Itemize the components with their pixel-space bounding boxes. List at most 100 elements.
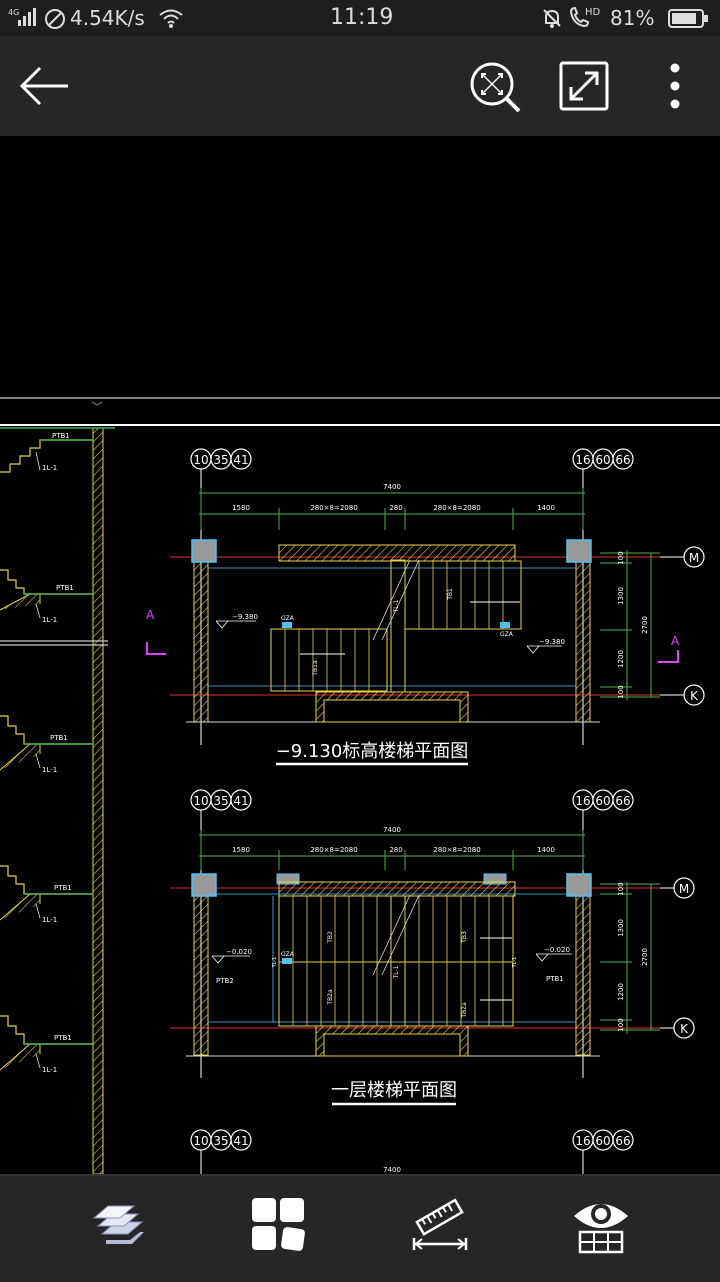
plan-ground-floor: 10 35 41 16 60 66 7400 1580 280×8=2080 2… [170, 789, 695, 1106]
axis-label: 10 [193, 453, 208, 467]
gz-label: GZA [500, 631, 514, 638]
section-flight: PTB1 1L-1 [0, 569, 93, 624]
level-label: −0.020 [226, 948, 252, 956]
dimension-text: 280×8=2080 [433, 846, 480, 854]
section-mark: A [671, 634, 680, 648]
dimension-text: 280×8=2080 [310, 846, 357, 854]
stair-flight-label: TB2 [327, 931, 334, 944]
tl-label: TL-1 [512, 957, 518, 969]
section-ptb-label: PTB1 [50, 734, 68, 742]
layers-button[interactable] [88, 1196, 148, 1254]
hd-label: HD [585, 7, 601, 18]
dimension-text: 1400 [537, 846, 555, 854]
axis-label: 35 [213, 453, 228, 467]
gz-label: GZA [281, 951, 295, 958]
blocks-button[interactable] [248, 1194, 310, 1256]
dimension-text: 1300 [617, 587, 625, 605]
plan-title: 一层楼梯平面图 [331, 1080, 457, 1101]
axis-label: 66 [615, 794, 630, 808]
section-tl-label: 1L-1 [42, 766, 57, 774]
axis-label: 60 [595, 1134, 610, 1148]
axis-label: 10 [193, 1134, 208, 1148]
volte-call-icon: HD [568, 4, 602, 30]
axis-label: 16 [575, 453, 590, 467]
axis-label: 66 [615, 453, 630, 467]
view-button[interactable] [570, 1194, 632, 1256]
tl-label: TL-1 [272, 957, 278, 969]
measure-button[interactable] [408, 1196, 472, 1256]
axis-label: 60 [595, 453, 610, 467]
axis-bubble [612, 1129, 634, 1151]
tl-label: TL-1 [393, 599, 400, 613]
dimension-text: 280 [389, 504, 402, 512]
fullscreen-icon [559, 61, 609, 111]
axis-bubble [612, 448, 634, 470]
dimension-text: 1580 [232, 846, 250, 854]
dimension-text: 1300 [617, 919, 625, 937]
cad-drawing: PTB1 1L-1 PTB1 1L-1 PTB1 1L-1 [0, 397, 720, 1174]
plan-minus-9130: 10 35 41 16 60 66 7400 1580 280×8=2080 2 [146, 448, 705, 766]
drawing-canvas[interactable]: PTB1 1L-1 PTB1 1L-1 PTB1 1L-1 [0, 136, 720, 1174]
dimension-text: 1580 [232, 504, 250, 512]
axis-bubble [683, 684, 705, 706]
more-options-button[interactable] [660, 60, 690, 116]
axis-bubble [673, 877, 695, 899]
stair-section-strip: PTB1 1L-1 PTB1 1L-1 PTB1 1L-1 [0, 427, 115, 1174]
back-button[interactable] [14, 62, 74, 110]
data-saver-icon [44, 8, 66, 30]
axis-bubble [673, 1017, 695, 1039]
level-label: −9.380 [232, 613, 258, 621]
dimension-text: 1400 [537, 504, 555, 512]
axis-label-k: K [680, 1022, 689, 1036]
axis-label: 10 [193, 794, 208, 808]
section-flight: PTB1 1L-1 [0, 432, 93, 473]
level-label: −0.020 [544, 946, 570, 954]
axis-bubble [230, 789, 252, 811]
section-tl-label: 1L-1 [42, 916, 57, 924]
zoom-extents-button[interactable] [466, 60, 524, 116]
axis-label: 16 [575, 1134, 590, 1148]
section-tl-label: 1L-1 [42, 616, 57, 624]
axis-bubble [612, 789, 634, 811]
axis-label: 16 [575, 794, 590, 808]
net-speed: 4.54K/s [70, 6, 145, 30]
axis-label-m: M [689, 551, 699, 565]
section-flight: PTB1 1L-1 [0, 1015, 93, 1074]
axis-bubble [230, 448, 252, 470]
axis-label: 66 [615, 1134, 630, 1148]
axis-label: 41 [233, 794, 248, 808]
landing-slab-label: PTB2 [216, 977, 234, 985]
battery-icon [668, 8, 710, 30]
dimension-text: 100 [617, 1018, 625, 1031]
section-ptb-label: PTB1 [54, 1034, 72, 1042]
axis-label: 35 [213, 794, 228, 808]
level-label: −9.380 [539, 638, 565, 646]
stair-flight-label: TB2a [327, 989, 334, 1006]
stair-flight-label: TB1 [447, 588, 454, 601]
section-tl-label: 1L-1 [42, 1066, 57, 1074]
axis-label-k: K [690, 689, 699, 703]
section-mark: A [146, 608, 155, 622]
axis-bubble [683, 546, 705, 568]
axis-label-m: M [679, 882, 689, 896]
mute-bell-icon [541, 7, 563, 29]
zoom-extents-icon [470, 62, 521, 113]
status-bar: 4G 4.54K/s 11:19 HD 81% [0, 0, 720, 36]
fullscreen-button[interactable] [558, 60, 612, 114]
dimension-text: 100 [617, 551, 625, 564]
dimension-text: 280×8=2080 [433, 504, 480, 512]
dimension-text: 100 [617, 882, 625, 895]
axis-label: 60 [595, 794, 610, 808]
section-tl-label: 1L-1 [42, 464, 57, 472]
section-ptb-label: PTB1 [56, 584, 74, 592]
section-ptb-label: PTB1 [54, 884, 72, 892]
axis-label: 41 [233, 453, 248, 467]
plan-title: −9.130标高楼梯平面图 [276, 741, 469, 762]
bottom-toolbar [0, 1174, 720, 1282]
wifi-icon [158, 7, 184, 29]
stair-flight-label: TB2a [461, 1002, 468, 1019]
clock: 11:19 [330, 5, 394, 30]
landing-slab-label: PTB1 [546, 975, 564, 983]
dimension-total: 7400 [383, 1166, 401, 1174]
network-type-label: 4G [8, 8, 19, 17]
